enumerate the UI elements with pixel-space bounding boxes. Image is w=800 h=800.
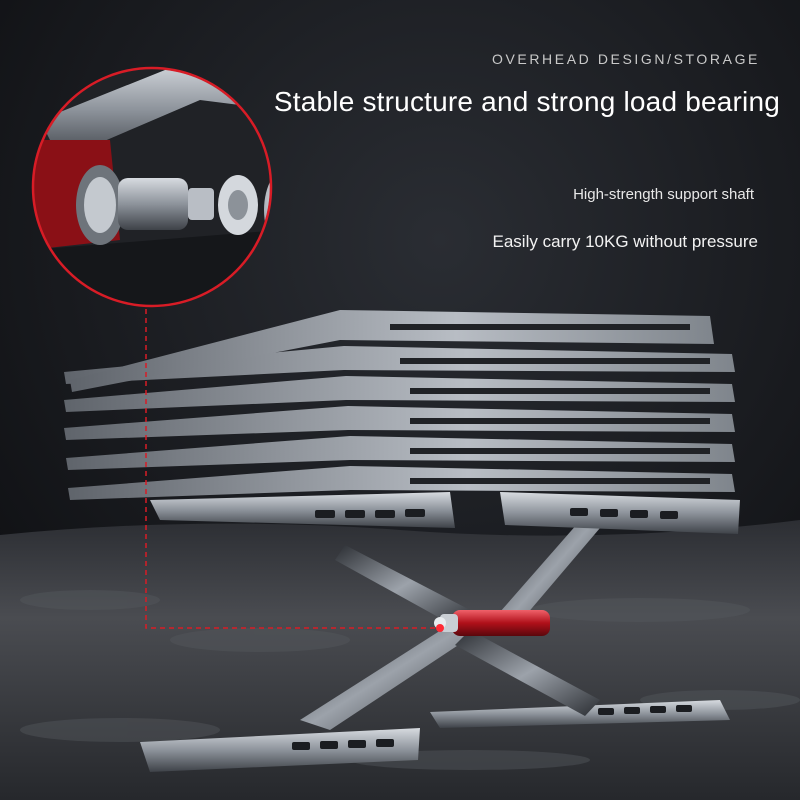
tray-slots [315,508,678,519]
callout-dot [436,624,444,632]
laptop [68,466,735,500]
laptop [70,310,714,392]
lower-arm-left [300,618,478,730]
top-tray-right [500,492,740,534]
laptop [64,406,735,440]
upper-arm-left [335,545,470,628]
eyebrow-label: OVERHEAD DESIGN/STORAGE [491,51,760,67]
headline: Stable structure and strong load bearing [273,86,780,117]
stacked-laptops [64,310,735,500]
feature-load: Easily carry 10KG without pressure [492,232,759,251]
support-shaft [434,610,550,636]
feature-shaft: High-strength support shaft [573,186,754,203]
laptop [64,376,735,412]
base-slots [292,739,394,750]
laptop [64,346,735,384]
stand-base-front [140,728,420,772]
stand [140,492,740,772]
callout-line [145,300,440,629]
upper-arm-right [500,515,600,628]
laptop [66,436,735,470]
bearing-assembly [76,165,258,245]
lower-arm-right [455,630,600,716]
top-tray-left [150,492,455,528]
